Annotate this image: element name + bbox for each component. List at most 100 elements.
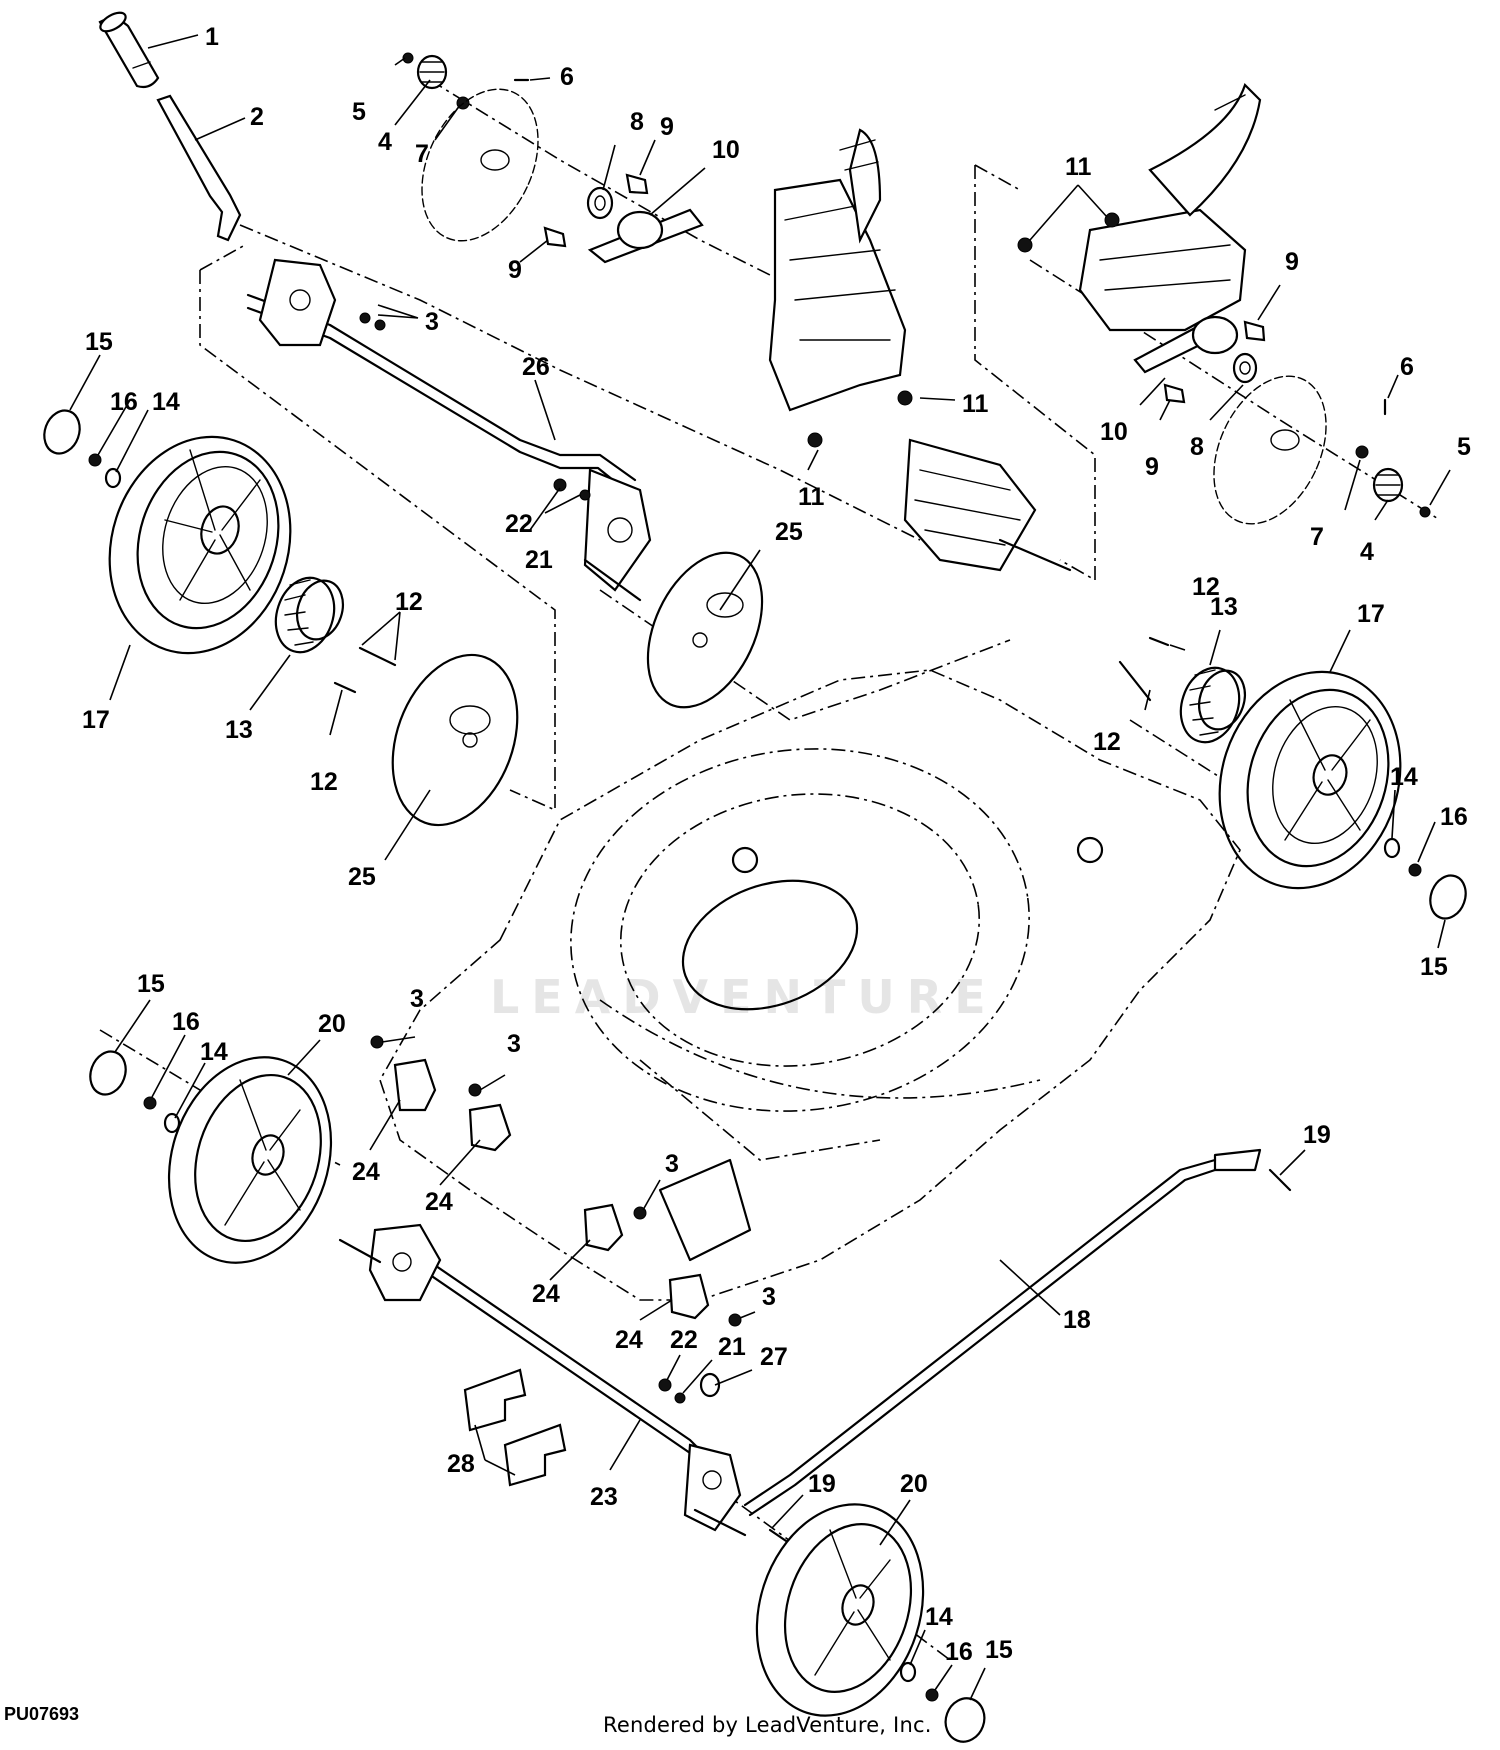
part-11-nut-right-b	[1017, 237, 1033, 253]
callout-2: 2	[250, 103, 264, 131]
part-11-nut-center-b	[807, 432, 823, 448]
transmission-housing-left	[768, 128, 907, 412]
transmission-housing-right	[1078, 82, 1262, 332]
upper-axis-line	[429, 79, 821, 301]
part-code-label: PU07693	[4, 1704, 80, 1724]
part-21-washer-front	[674, 1392, 686, 1404]
callout-5-right: 5	[1457, 433, 1471, 461]
callout-9-right-b: 9	[1145, 453, 1159, 481]
part-15-hub-cap-front-left	[89, 1050, 127, 1096]
part-24-height-bracket-b	[468, 1103, 512, 1152]
part-5-clip-right	[1419, 506, 1431, 518]
callout-27: 27	[760, 1343, 788, 1371]
part-20-front-wheel-left	[167, 1056, 333, 1264]
callout-8-upper: 8	[630, 108, 644, 136]
part-11-nut-right-a	[1104, 212, 1120, 228]
part-pulley-right	[1213, 375, 1327, 525]
part-2-height-lever	[156, 94, 242, 242]
callout-18: 18	[1063, 1306, 1091, 1334]
callout-14-front-left: 14	[200, 1038, 228, 1066]
part-9-bolt-upper-a	[625, 173, 649, 195]
callout-14-front-right: 14	[925, 1603, 953, 1631]
part-12-pin-left-a	[358, 646, 397, 667]
callout-3-deck-c: 3	[665, 1150, 679, 1178]
callout-10-upper: 10	[712, 136, 740, 164]
callout-21-rear: 21	[525, 546, 553, 574]
part-13-drive-gear-right	[1179, 666, 1246, 744]
leader-lines	[69, 34, 1451, 1701]
part-9-bolt-right-a	[1243, 320, 1266, 342]
callout-4-right: 4	[1360, 538, 1374, 566]
center-axis-line	[239, 224, 921, 541]
credit-label: Rendered by LeadVenture, Inc.	[603, 1713, 932, 1737]
part-3-bolt-d	[728, 1313, 742, 1327]
part-16-nut-front-right	[925, 1688, 939, 1702]
mower-deck	[379, 669, 1241, 1301]
part-12-pin-right-b	[1118, 660, 1152, 702]
callout-13-left: 13	[225, 716, 253, 744]
callout-1: 1	[205, 23, 219, 51]
callout-15-front-right: 15	[985, 1636, 1013, 1664]
part-pulley-upper	[421, 88, 539, 242]
callout-21-front: 21	[718, 1333, 746, 1361]
callout-4-upper: 4	[378, 128, 392, 156]
part-12-pin-right-a	[1148, 636, 1170, 647]
part-24-height-bracket-c	[583, 1203, 624, 1252]
callout-12-left-b: 12	[310, 768, 338, 796]
callout-16-rear-left: 16	[110, 388, 138, 416]
callout-14-rear-right: 14	[1390, 763, 1418, 791]
callout-20-front-right: 20	[900, 1470, 928, 1498]
callout-11-center-b: 11	[798, 483, 825, 511]
callout-3-rear: 3	[425, 308, 439, 336]
callout-19-bottom: 19	[808, 1470, 836, 1498]
callout-15-rear-right: 15	[1420, 953, 1448, 981]
part-4-pinion-upper	[416, 54, 448, 90]
callout-labels: 1 2 3 3 3 3 3 3 4 4 5 5 6 6 7 7 8 8 9 9 …	[82, 23, 1471, 1666]
watermark: LEADVENTURE	[490, 970, 998, 1024]
part-14-washer-front-right	[899, 1661, 917, 1683]
callout-9-right-a: 9	[1285, 248, 1299, 276]
part-16-nut-front-left	[143, 1096, 157, 1110]
part-14-washer-rear-left	[104, 467, 122, 489]
callout-16-rear-right: 16	[1440, 803, 1468, 831]
part-5-clip-upper	[402, 52, 414, 64]
callout-20-front-left: 20	[318, 1010, 346, 1038]
part-19-bolt-link-top	[1268, 1168, 1292, 1192]
part-21-washer-rear	[579, 489, 591, 501]
part-9-bolt-upper-b	[543, 226, 567, 248]
part-14-washer-rear-right	[1383, 837, 1401, 859]
part-25-adjuster-plate-right	[646, 551, 764, 709]
part-9-bolt-right-b	[1163, 383, 1186, 404]
callout-12-right-b: 12	[1093, 728, 1121, 756]
part-24-height-bracket-d	[668, 1273, 710, 1320]
part-8-bushing-upper	[586, 186, 614, 220]
callout-22-front: 22	[670, 1326, 698, 1354]
callout-7-upper: 7	[415, 140, 429, 168]
callout-24-c: 24	[532, 1280, 560, 1308]
part-10-link-upper	[587, 208, 704, 264]
callout-13-right: 13	[1210, 593, 1238, 621]
callout-25-lower: 25	[348, 863, 376, 891]
part-1-handle-grip	[98, 11, 160, 89]
part-15-hub-cap-rear-left	[43, 409, 81, 455]
right-assembly-box-top	[974, 164, 1021, 191]
callout-9-upper-a: 9	[660, 113, 674, 141]
part-25-adjuster-plate-left	[391, 653, 519, 827]
callout-24-d: 24	[615, 1326, 643, 1354]
callout-14-rear-left: 14	[152, 388, 180, 416]
callout-11-right-a: 11	[1065, 153, 1092, 181]
part-3-bolt-rear-b	[374, 319, 386, 331]
callout-7-right: 7	[1310, 523, 1324, 551]
callout-3-deck-a: 3	[410, 985, 424, 1013]
part-11-nut-center-a	[897, 390, 913, 406]
part-22-nut-rear	[553, 478, 567, 492]
part-3-bolt-a	[370, 1035, 384, 1049]
callout-5-upper: 5	[352, 98, 366, 126]
left-assembly-box-top	[199, 244, 246, 271]
callout-24-a: 24	[352, 1158, 380, 1186]
callout-11-center-a: 11	[962, 390, 989, 418]
part-17-rear-wheel-left	[108, 435, 292, 655]
callout-6-right: 6	[1400, 353, 1414, 381]
part-22-nut-front	[658, 1378, 672, 1392]
part-4-pinion-right	[1372, 467, 1404, 503]
